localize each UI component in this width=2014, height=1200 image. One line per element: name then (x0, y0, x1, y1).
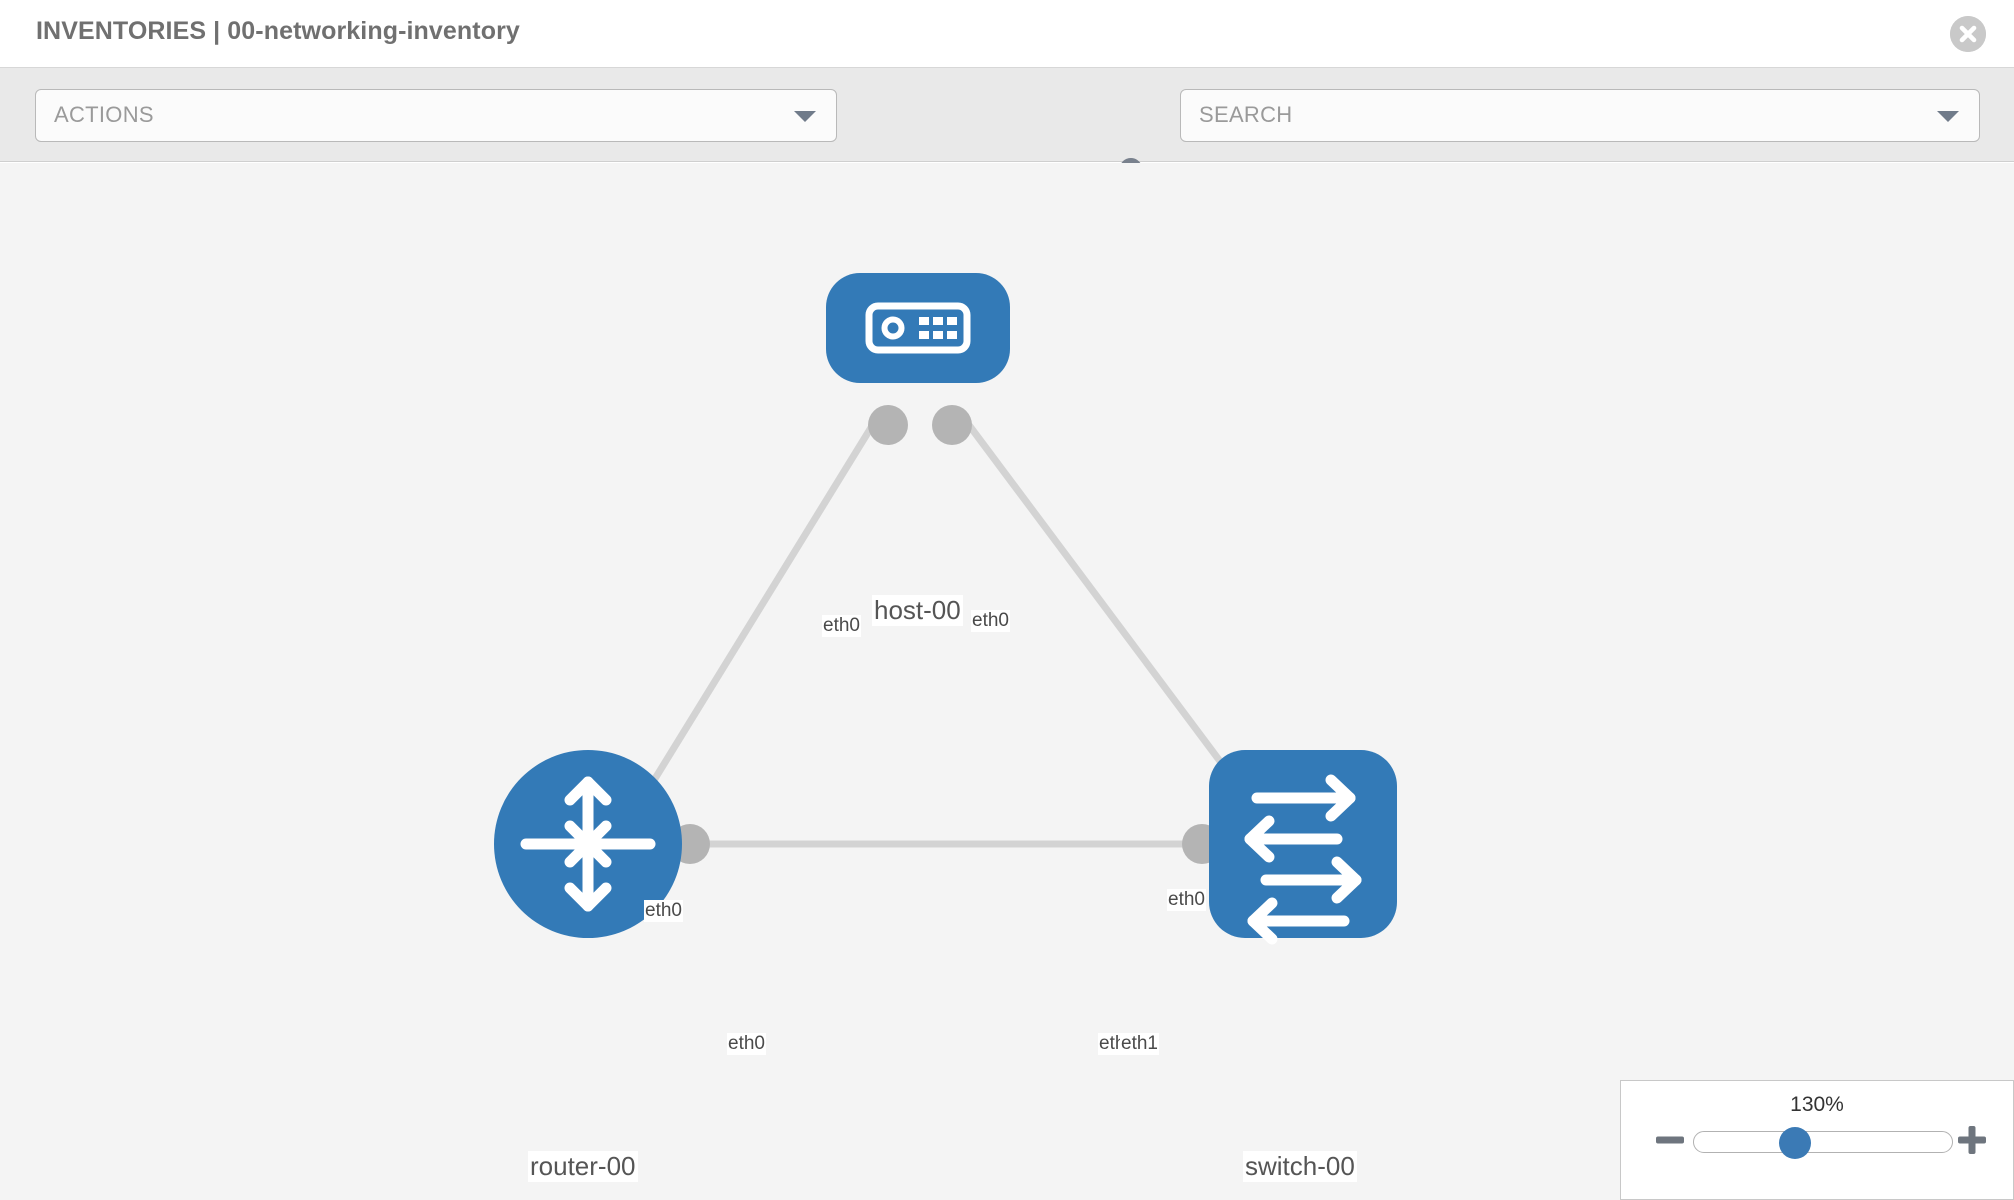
topology-graph (494, 273, 1397, 945)
iface-label: eth0 (1167, 889, 1206, 911)
zoom-control-panel: 130% (1620, 1080, 2014, 1200)
switch-arrows-icon (1244, 774, 1362, 945)
iface-label: eth0 (822, 615, 861, 637)
plus-icon[interactable] (1955, 1123, 1989, 1157)
port-group (670, 405, 1252, 864)
node-label-host-00: host-00 (872, 595, 963, 626)
zoom-level-value: 130% (1790, 1093, 1844, 1116)
node-switch-00[interactable] (1209, 750, 1397, 945)
node-router-00[interactable] (494, 750, 682, 938)
zoom-slider-track[interactable] (1693, 1131, 1953, 1153)
close-icon[interactable] (1950, 16, 1986, 52)
chevron-down-icon (794, 110, 816, 122)
page-title: INVENTORIES | 00-networking-inventory (36, 17, 520, 45)
minus-icon[interactable] (1653, 1123, 1687, 1157)
page-header: INVENTORIES | 00-networking-inventory (0, 0, 2014, 68)
node-host-00[interactable] (826, 273, 1010, 383)
actions-dropdown[interactable]: ACTIONS (35, 89, 837, 142)
port-host-right (932, 405, 972, 445)
topology-canvas[interactable]: host-00 router-00 switch-00 eth0 eth0 et… (0, 163, 2014, 1200)
iface-label: eth0 (644, 900, 683, 922)
server-icon (865, 302, 971, 354)
iface-label: eth0 (971, 610, 1010, 632)
link-host-router (637, 411, 883, 805)
iface-label: eth0 (727, 1033, 766, 1055)
link-group (637, 410, 1243, 848)
router-arrows-icon (520, 776, 656, 912)
link-host-switch (957, 410, 1243, 791)
search-input[interactable]: SEARCH (1180, 89, 1980, 142)
search-placeholder: SEARCH (1199, 102, 1293, 127)
chevron-down-icon[interactable] (1937, 110, 1959, 122)
zoom-slider-thumb[interactable] (1779, 1127, 1811, 1159)
iface-label: eth1 (1120, 1033, 1159, 1055)
actions-dropdown-label: ACTIONS (54, 102, 154, 127)
node-label-switch-00: switch-00 (1243, 1151, 1357, 1182)
node-label-router-00: router-00 (528, 1151, 638, 1182)
toolbar: ACTIONS SEARCH (0, 68, 2014, 194)
host-shape (826, 273, 1010, 383)
port-host-left (868, 405, 908, 445)
